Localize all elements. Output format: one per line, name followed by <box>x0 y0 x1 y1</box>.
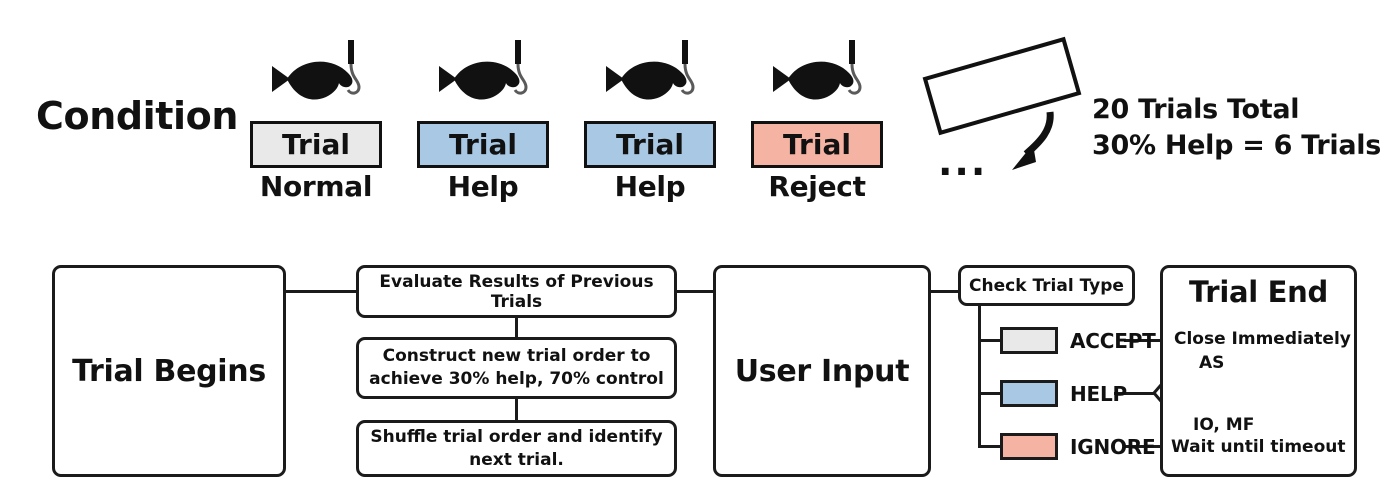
swatch-accept <box>1000 327 1058 354</box>
connector-accept-to-outcome <box>1124 339 1168 342</box>
flow-box-label: Evaluate Results of Previous Trials <box>379 271 654 312</box>
connector-branch-accept <box>978 339 1002 342</box>
trial-end-wait-until-timeout: Wait until timeout <box>1171 437 1346 457</box>
connector-branch-help <box>978 392 1002 395</box>
connector-user-input-to-check <box>929 290 960 293</box>
trial-end-io-mf: IO, MF <box>1193 415 1255 435</box>
flow-box-user-input[interactable]: User Input <box>713 265 931 477</box>
connector-help-to-outcome <box>1114 392 1154 395</box>
trial-unit-4[interactable]: Trial Reject <box>751 36 883 203</box>
ellipsis: ... <box>938 140 988 184</box>
flow-box-shuffle[interactable]: Shuffle trial order and identify next tr… <box>356 420 677 477</box>
branch-label-help: HELP <box>1070 381 1128 406</box>
connector-evaluate-to-construct <box>515 316 518 339</box>
fish-hook-icon <box>272 40 361 100</box>
flow-box-trial-end[interactable]: Trial End Close Immediately AS IO, MF Wa… <box>1160 265 1357 477</box>
connector-ignore-to-outcome <box>1124 445 1160 448</box>
flow-box-label: Construct new trial order to achieve 30%… <box>369 346 664 389</box>
trial-unit-2[interactable]: Trial Help <box>417 36 549 203</box>
totals-block: 20 Trials Total 30% Help = 6 Trials <box>1092 92 1381 165</box>
branch-label-ignore: IGNORE <box>1070 434 1156 459</box>
trial-box-4[interactable]: Trial <box>751 121 883 168</box>
fish-hook-icon <box>773 40 862 100</box>
branch-row-help[interactable]: HELP <box>1000 380 1127 407</box>
swatch-ignore <box>1000 433 1058 460</box>
trial-box-label: Trial <box>616 128 684 161</box>
flow-box-label: User Input <box>734 353 910 389</box>
branch-row-accept[interactable]: ACCEPT <box>1000 327 1156 354</box>
flowchart: Trial Begins Evaluate Results of Previou… <box>0 250 1400 496</box>
flow-box-check-trial-type[interactable]: Check Trial Type <box>958 265 1135 306</box>
trial-box-label: Trial <box>783 128 851 161</box>
trial-unit-1[interactable]: Trial Normal <box>250 36 382 203</box>
flow-box-trial-begins[interactable]: Trial Begins <box>52 265 286 477</box>
trial-box-1[interactable]: Trial <box>250 121 382 168</box>
trial-end-close-immediately: Close Immediately <box>1174 329 1351 349</box>
trial-unit-3[interactable]: Trial Help <box>584 36 716 203</box>
totals-line-1: 20 Trials Total <box>1092 94 1300 125</box>
connector-branch-ignore <box>978 445 1002 448</box>
connector-evaluate-to-user-input <box>675 290 715 293</box>
trial-caption-2: Help <box>447 170 519 203</box>
flow-box-evaluate[interactable]: Evaluate Results of Previous Trials <box>356 265 677 318</box>
flow-box-label: Shuffle trial order and identify next tr… <box>370 426 663 470</box>
branch-label-accept: ACCEPT <box>1070 328 1156 353</box>
trial-caption-1: Normal <box>259 170 373 203</box>
flow-box-construct[interactable]: Construct new trial order to achieve 30%… <box>356 337 677 399</box>
swatch-help <box>1000 380 1058 407</box>
condition-row: Condition Trial Normal Trial Help <box>36 36 1381 203</box>
flow-box-label: Check Trial Type <box>969 275 1124 296</box>
condition-label: Condition <box>36 94 239 138</box>
fish-hook-icon <box>439 40 528 100</box>
connector-begins-to-evaluate <box>284 290 360 293</box>
trial-end-as: AS <box>1199 353 1225 373</box>
totals-line-2: 30% Help = 6 Trials <box>1092 130 1381 162</box>
trial-box-2[interactable]: Trial <box>417 121 549 168</box>
curved-down-arrow-icon <box>1012 111 1054 170</box>
trial-caption-4: Reject <box>768 170 866 203</box>
trial-end-title: Trial End <box>1189 275 1328 309</box>
trial-box-label: Trial <box>282 128 350 161</box>
trial-caption-3: Help <box>614 170 686 203</box>
flow-box-label: Trial Begins <box>72 353 266 389</box>
trial-box-3[interactable]: Trial <box>584 121 716 168</box>
connector-branch-spine <box>978 304 981 447</box>
fish-hook-icon <box>606 40 695 100</box>
connector-construct-to-shuffle <box>515 397 518 422</box>
trial-box-label: Trial <box>449 128 517 161</box>
branch-row-ignore[interactable]: IGNORE <box>1000 433 1156 460</box>
